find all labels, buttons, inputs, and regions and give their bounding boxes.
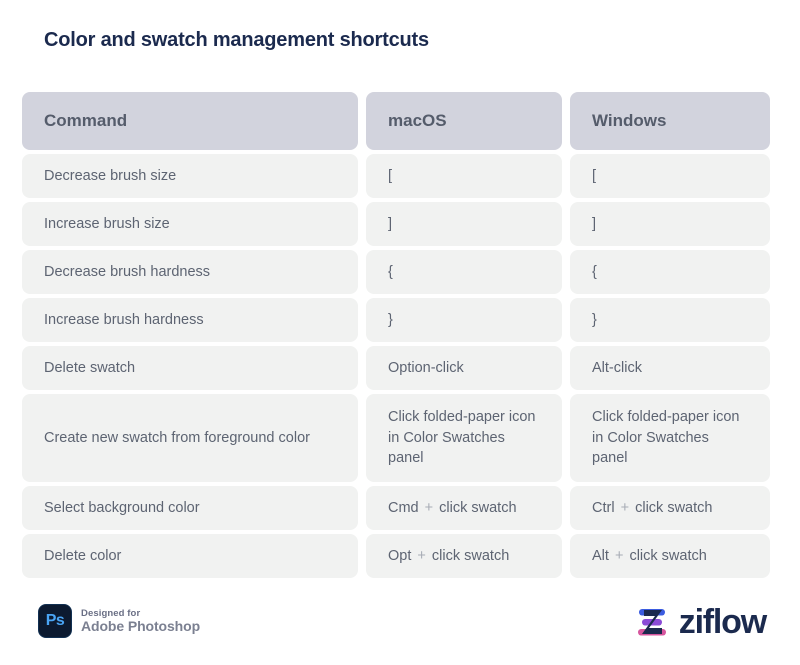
cell-macos: Opt + click swatch — [366, 534, 562, 578]
cell-macos: Cmd + click swatch — [366, 486, 562, 530]
ziflow-z-mark-icon — [632, 602, 672, 642]
cell-windows-text: Ctrl + click swatch — [592, 499, 713, 516]
cell-command-text: Decrease brush hardness — [44, 263, 211, 280]
photoshop-badge-text: Designed for Adobe Photoshop — [81, 607, 201, 634]
cell-command-text: Delete color — [44, 547, 122, 564]
footer: Ps Designed for Adobe Photoshop ziflow — [0, 596, 800, 656]
adobe-photoshop-badge: Ps Designed for Adobe Photoshop — [38, 604, 200, 638]
cell-command: Delete color — [22, 534, 358, 578]
cell-windows: ] — [570, 202, 770, 246]
cell-command: Create new swatch from foreground color — [22, 394, 358, 482]
table-row: Increase brush size ] ] — [22, 202, 770, 246]
shortcuts-table: Command macOS Windows Decrease brush siz… — [22, 92, 770, 582]
table-row: Decrease brush size [ [ — [22, 154, 770, 198]
photoshop-icon-label: Ps — [45, 612, 65, 629]
cell-windows: Click folded-paper icon in Color Swatche… — [570, 394, 770, 482]
cell-macos-text: Opt + click swatch — [388, 547, 510, 564]
ziflow-logo: ziflow — [632, 602, 767, 642]
table-row: Select background color Cmd + click swat… — [22, 486, 770, 530]
cell-command: Increase brush size — [22, 202, 358, 246]
cell-macos-text: Option-click — [388, 359, 464, 376]
cell-windows-text: { — [592, 263, 597, 280]
cell-windows-text: [ — [592, 167, 597, 184]
column-header-windows: Windows — [570, 92, 770, 150]
column-header-command-label: Command — [44, 110, 128, 130]
table-row: Delete swatch Option-click Alt-click — [22, 346, 770, 390]
table-row: Increase brush hardness } } — [22, 298, 770, 342]
cell-windows-text: Alt-click — [592, 359, 642, 376]
table-row: Delete color Opt + click swatch Alt + cl… — [22, 534, 770, 578]
designed-for-label: Designed for — [81, 607, 141, 619]
cell-command-text: Decrease brush size — [44, 167, 177, 184]
plus-separator: + — [424, 499, 434, 516]
plus-separator: + — [417, 547, 426, 564]
cell-command-text: Select background color — [44, 499, 200, 516]
cell-command-text: Increase brush size — [44, 215, 170, 232]
plus-separator: + — [614, 547, 624, 564]
column-header-macos-label: macOS — [388, 110, 447, 130]
cell-macos: [ — [366, 154, 562, 198]
cell-macos: Click folded-paper icon in Color Swatche… — [366, 394, 562, 482]
page-title: Color and swatch management shortcuts — [44, 29, 429, 51]
table-header-row: Command macOS Windows — [22, 92, 770, 150]
cell-command: Select background color — [22, 486, 358, 530]
cell-command: Increase brush hardness — [22, 298, 358, 342]
cell-windows: Alt + click swatch — [570, 534, 770, 578]
plus-separator: + — [620, 499, 630, 516]
cell-macos-text: Cmd + click swatch — [388, 499, 517, 516]
cell-command-text: Create new swatch from foreground color — [44, 429, 310, 446]
cell-command-text: Increase brush hardness — [44, 311, 204, 328]
cell-macos-text: Click folded-paper icon in Color Swatche… — [388, 409, 536, 467]
cell-windows-text: } — [592, 311, 597, 328]
column-header-windows-label: Windows — [592, 110, 667, 130]
cell-macos: } — [366, 298, 562, 342]
photoshop-icon: Ps — [38, 604, 72, 638]
cell-macos: { — [366, 250, 562, 294]
column-header-macos: macOS — [366, 92, 562, 150]
cell-macos-text: [ — [388, 167, 393, 184]
cell-windows: Alt-click — [570, 346, 770, 390]
cell-windows-text: ] — [592, 215, 597, 232]
cell-command-text: Delete swatch — [44, 359, 136, 376]
column-header-command: Command — [22, 92, 358, 150]
cell-windows: { — [570, 250, 770, 294]
table-row: Create new swatch from foreground color … — [22, 394, 770, 482]
photoshop-product-name: Adobe Photoshop — [81, 617, 201, 634]
cell-command: Decrease brush hardness — [22, 250, 358, 294]
cell-macos-text: { — [388, 263, 393, 280]
ziflow-wordmark: ziflow — [678, 603, 767, 641]
cell-command: Delete swatch — [22, 346, 358, 390]
cell-windows: } — [570, 298, 770, 342]
cell-macos: ] — [366, 202, 562, 246]
cell-macos-text: ] — [388, 215, 393, 232]
cell-windows: [ — [570, 154, 770, 198]
cell-macos: Option-click — [366, 346, 562, 390]
cell-command: Decrease brush size — [22, 154, 358, 198]
cell-windows-text: Click folded-paper icon in Color Swatche… — [592, 409, 740, 467]
cell-windows-text: Alt + click swatch — [592, 547, 707, 564]
table-row: Decrease brush hardness { { — [22, 250, 770, 294]
cell-windows: Ctrl + click swatch — [570, 486, 770, 530]
cell-macos-text: } — [388, 311, 393, 328]
